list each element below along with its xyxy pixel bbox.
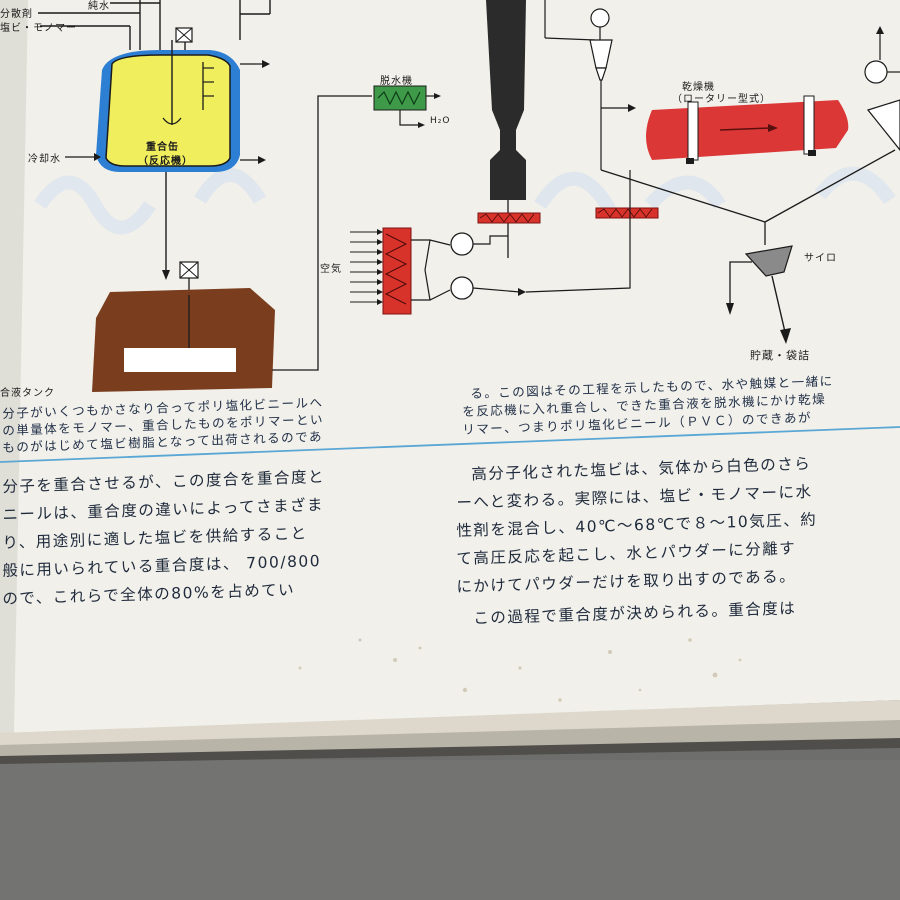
ghost-headline <box>34 166 896 235</box>
rotary-dryer <box>646 95 849 164</box>
label-storage: 貯蔵・袋詰 <box>750 349 810 362</box>
label-silo: サイロ <box>804 253 837 264</box>
label-dehydrator: 脱水機 <box>380 76 413 87</box>
book-stack-shadow <box>0 738 900 764</box>
label-h2o: H₂O <box>430 116 451 126</box>
heater-bars <box>477 207 659 224</box>
cyclone-separator <box>544 0 636 170</box>
label-air: 空気 <box>320 264 342 275</box>
caption-divider <box>0 426 900 463</box>
air-heater <box>350 170 631 315</box>
label-pure-water: 純水 <box>88 1 110 12</box>
dehydrator <box>373 85 441 128</box>
label-dryer-line1: 乾燥機 <box>682 82 715 93</box>
page-fold-shadow <box>0 0 28 733</box>
book-stack-edge <box>0 716 900 758</box>
central-column <box>486 0 526 258</box>
silo-hopper <box>726 245 793 344</box>
table-highlight <box>0 760 900 900</box>
label-dryer-line2: （ロータリー型式） <box>672 94 771 105</box>
label-tank: 合液タンク <box>0 388 55 399</box>
label-dispersant: 分散剤 <box>0 9 33 20</box>
label-reactor-line1: 重合缶 <box>146 142 179 153</box>
label-reactor-line2: （反応機） <box>138 156 193 167</box>
page-stains <box>298 638 742 702</box>
reactor-vessel <box>65 27 270 280</box>
mixture-tank <box>92 95 372 392</box>
collection-funnel <box>600 149 896 245</box>
book-page-edge <box>0 700 900 745</box>
label-cooling-water: 冷却水 <box>28 154 61 165</box>
label-vinyl-monomer: 塩ビ・モノマー <box>0 23 77 34</box>
exhaust-fan <box>864 26 900 151</box>
